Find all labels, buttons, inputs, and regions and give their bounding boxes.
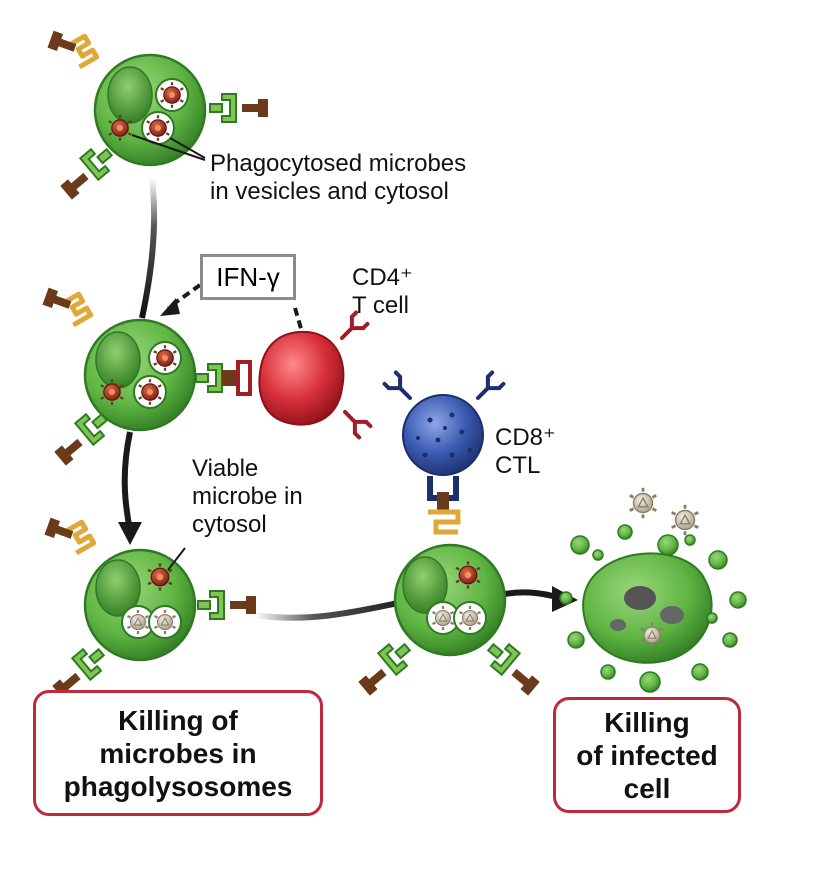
ifn-dashed-line-from-tcell (293, 307, 304, 333)
ifn-gamma-label: IFN-γ (216, 261, 280, 292)
viable-microbe-label: Viable microbe in cytosol (192, 455, 303, 539)
cd4-label: CD4⁺ T cell (352, 264, 413, 320)
cd8-label-line1: CD8⁺ (495, 424, 556, 451)
phagocytosed-label-line1: Phagocytosed microbes (210, 150, 467, 177)
cd8-label-line2: CTL (495, 452, 541, 479)
phagocytosed-pointer-lines (131, 134, 206, 161)
arrow-middle-to-bottom (121, 431, 133, 531)
macrophage-top (47, 30, 268, 200)
viable-label-line3: cytosol (192, 511, 267, 538)
outcome-phagolysosome-line2: microbes in (99, 737, 257, 769)
cd4-t-cell (236, 313, 370, 438)
cd4-label-line2: T cell (352, 292, 409, 319)
outcome-infected-cell-box: Killing of infected cell (553, 697, 741, 813)
macrophage-bottom-left (44, 517, 256, 700)
outcome-phagolysosome-line1: Killing of (118, 704, 238, 736)
outcome-infected-line1: Killing (604, 706, 690, 738)
killed-infected-cell (559, 486, 747, 693)
arrow-top-to-middle (139, 177, 158, 319)
outcome-phagolysosome-line3: phagolysosomes (63, 770, 293, 802)
viable-label-line2: microbe in (192, 483, 303, 510)
phagocytosed-label: Phagocytosed microbes in vesicles and cy… (210, 150, 466, 206)
outcome-infected-line2: of infected (576, 739, 718, 771)
outcome-phagolysosome-box: Killing of microbes in phagolysosomes (33, 690, 323, 816)
macrophage-ctl-target (358, 543, 540, 696)
arrow-head-bottom (118, 522, 142, 545)
phagocytosed-label-line2: in vesicles and cytosol (210, 178, 449, 205)
ifn-gamma-box: IFN-γ (200, 254, 296, 300)
cd8-ctl (385, 373, 504, 535)
macrophage-middle (42, 287, 238, 466)
cd8-label: CD8⁺ CTL (495, 424, 556, 480)
cd4-label-line1: CD4⁺ (352, 264, 413, 291)
viable-microbe-pointer (167, 547, 186, 571)
outcome-infected-line3: cell (623, 772, 671, 804)
ifn-arrow-head (160, 298, 180, 316)
viable-label-line1: Viable (192, 455, 259, 482)
